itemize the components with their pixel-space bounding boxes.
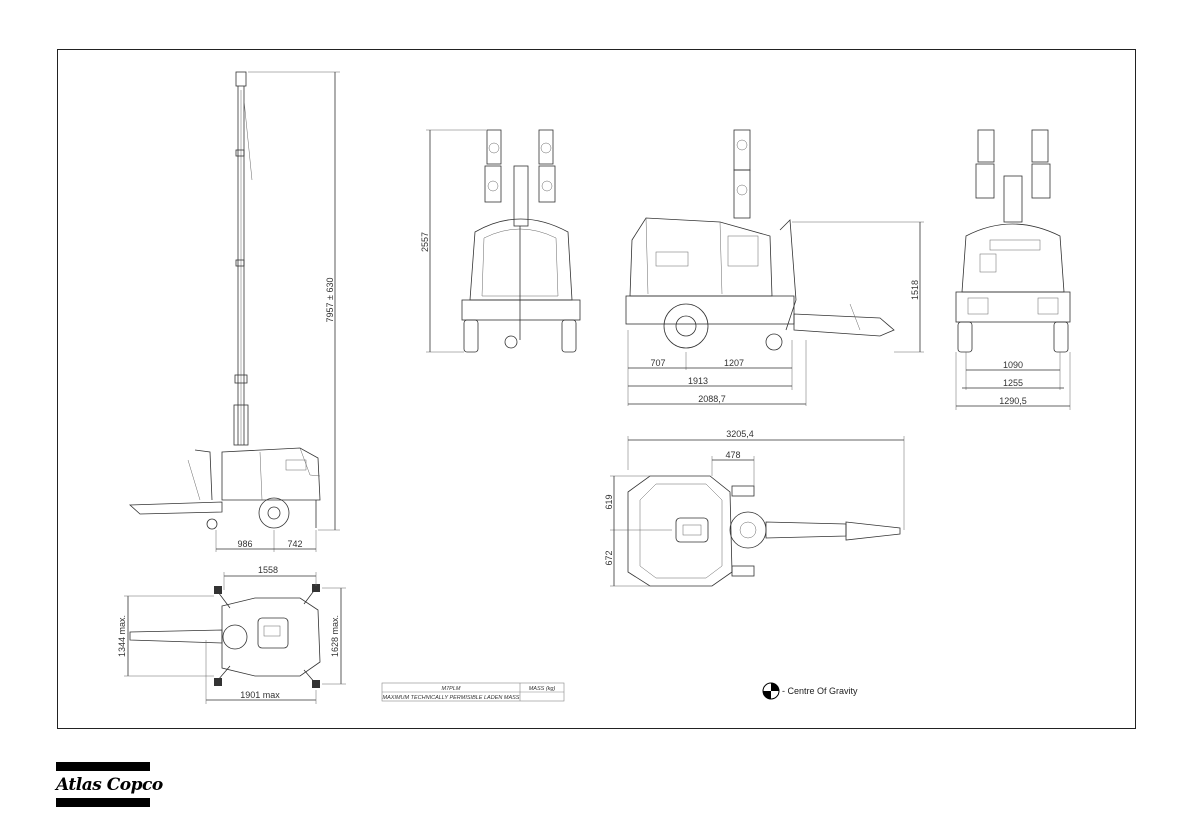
rear-right-wheel: [1054, 322, 1068, 352]
dim-front-height: 2557: [420, 232, 430, 252]
dim-stowed-707: 707: [650, 358, 665, 368]
top-view-small: 1558 1344 max. 1628 max. 1901 max: [117, 565, 346, 704]
dim-stowed-2088: 2088,7: [698, 394, 726, 404]
logo-bottom-bar: [56, 798, 150, 807]
dim-mast-height: 7957 ± 630: [325, 278, 335, 323]
top-view-large: 3205,4 478 619 672: [604, 429, 904, 586]
wheel: [259, 498, 289, 528]
dim-stowed-1207: 1207: [724, 358, 744, 368]
dim-large-619: 619: [604, 494, 614, 509]
dim-rear-1255: 1255: [1003, 378, 1023, 388]
side-view-mast-raised: 7957 ± 630 986 742: [130, 72, 340, 552]
cog-label: - Centre Of Gravity: [782, 686, 858, 696]
dim-side-front: 986: [237, 539, 252, 549]
dim-top-right: 1628 max.: [330, 615, 340, 657]
logo-wordmark: Atlas Copco: [56, 772, 150, 798]
mass-table-model: M7PLM: [442, 686, 461, 692]
mast-top-lamp: [236, 72, 246, 86]
rear-left-wheel: [958, 322, 972, 352]
dim-stowed-1913: 1913: [688, 376, 708, 386]
front-left-wheel: [464, 320, 478, 352]
dim-large-672: 672: [604, 550, 614, 565]
mass-table-row-label: MAXIMUM TECHNICALLY PERMISIBLE LADEN MAS…: [383, 695, 520, 701]
stowed-body: [630, 218, 772, 296]
dim-stowed-height: 1518: [910, 280, 920, 300]
large-tow-bar: [766, 522, 846, 538]
centre-of-gravity-icon: [763, 683, 779, 699]
dim-large-overall: 3205,4: [726, 429, 754, 439]
dim-side-rear: 742: [287, 539, 302, 549]
large-top-body: [628, 476, 732, 586]
drawing-border: [58, 50, 1136, 729]
atlas-copco-logo: Atlas Copco: [56, 762, 150, 808]
jockey-wheel: [207, 519, 217, 529]
dim-top-left: 1344 max.: [117, 615, 127, 657]
front-view: 2557: [420, 130, 580, 352]
mass-table: M7PLM MASS (kg) MAXIMUM TECHNICALLY PERM…: [382, 683, 564, 701]
dim-large-hitch: 478: [725, 450, 740, 460]
cog-legend: - Centre Of Gravity: [763, 683, 858, 699]
dim-rear-1290: 1290,5: [999, 396, 1027, 406]
mass-table-header: MASS (kg): [529, 686, 556, 692]
top-body: [222, 598, 320, 676]
dim-top-width: 1558: [258, 565, 278, 575]
generator-body: [222, 448, 320, 500]
logo-top-bar: [56, 762, 150, 771]
top-tow-bar: [130, 630, 222, 643]
dim-top-length: 1901 max: [240, 690, 280, 700]
tow-bar: [130, 502, 222, 514]
stowed-tow-bar: [794, 314, 894, 336]
dim-rear-1090: 1090: [1003, 360, 1023, 370]
front-right-wheel: [562, 320, 576, 352]
rear-body: [962, 224, 1064, 292]
side-view-stowed: 1518 707 1207 1913 2088,7: [626, 130, 924, 406]
stowed-wheel: [664, 304, 708, 348]
rear-view: 1090 1255 1290,5: [956, 130, 1070, 410]
